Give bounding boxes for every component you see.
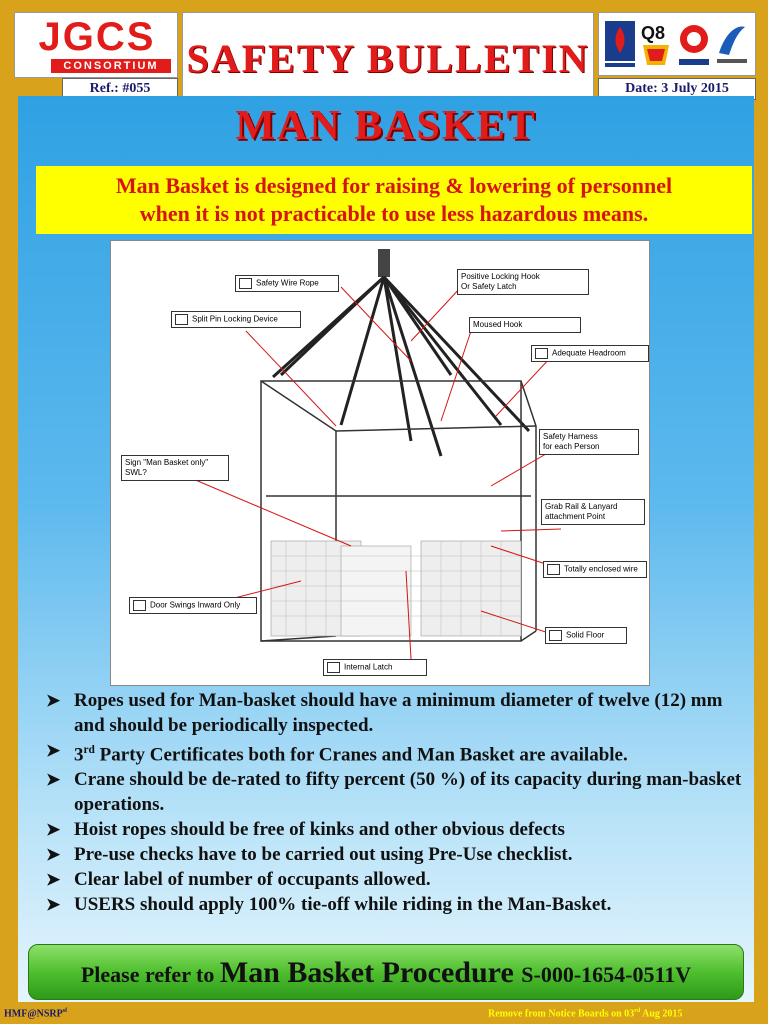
intro-box: Man Basket is designed for raising & low… [36, 166, 752, 234]
list-item: ➤ Ropes used for Man-basket should have … [40, 688, 752, 738]
label-text: Sign "Man Basket only" [125, 458, 209, 467]
list-item: ➤ Clear label of number of occupants all… [40, 867, 752, 892]
q8-logo-icon: Q8 [641, 23, 669, 65]
label-text: Split Pin Locking Device [192, 314, 278, 324]
label-enclosed-wire: Totally enclosed wire [543, 561, 647, 578]
label-text: Moused Hook [473, 320, 523, 329]
label-text: attachment Point [545, 512, 606, 521]
checkbox-icon [535, 348, 548, 359]
title-banner: SAFETY BULLETIN [182, 12, 594, 100]
partner-logos: Q8 [598, 12, 756, 76]
label-split-pin: Split Pin Locking Device [171, 311, 301, 328]
footer-procedure-name: Man Basket Procedure [219, 956, 522, 989]
label-solid-floor: Solid Floor [545, 627, 627, 644]
checkbox-icon [133, 600, 146, 611]
bullet-text: Clear label of number of occupants allow… [74, 869, 431, 891]
footer-procedure-code: S-000-1654-0511V [521, 962, 692, 987]
label-grab-rail: Grab Rail & Lanyard attachment Point [541, 499, 645, 525]
procedure-reference-button[interactable]: Please refer to Man Basket Procedure S-0… [28, 944, 744, 1000]
removal-text: Aug 2015 [640, 1008, 683, 1020]
bullet-list: ➤ Ropes used for Man-basket should have … [40, 688, 752, 917]
footer-prefix: Please refer to [80, 962, 220, 987]
mitsui-chemicals-logo-icon [717, 26, 747, 63]
label-text: Totally enclosed wire [564, 564, 638, 574]
bullet-text: Pre-use checks have to be carried out us… [74, 844, 573, 866]
petrovietnam-logo-icon [605, 21, 635, 67]
list-item: ➤ Crane should be de-rated to fifty perc… [40, 767, 752, 817]
idemitsu-logo-icon [679, 25, 709, 65]
label-safety-harness: Safety Harness for each Person [539, 429, 639, 455]
intro-line-2: when it is not practicable to use less h… [139, 201, 649, 226]
label-safety-wire-rope: Safety Wire Rope [235, 275, 339, 292]
crane-hook-icon [378, 249, 390, 277]
arrow-bullet-icon: ➤ [46, 691, 61, 710]
label-text: Or Safety Latch [461, 282, 517, 291]
label-text: Solid Floor [566, 630, 605, 640]
mesh-grid [271, 541, 521, 636]
bullet-text: Hoist ropes should be free of kinks and … [74, 819, 565, 841]
subtitle: MAN BASKET [235, 103, 537, 149]
checkbox-icon [327, 662, 340, 673]
author-text: HMF@NSRP [4, 1008, 63, 1020]
superscript: sf [62, 1008, 68, 1014]
superscript: rd [634, 1008, 641, 1014]
label-internal-latch: Internal Latch [323, 659, 427, 676]
jgcs-logo: JGCS CONSORTIUM [14, 12, 178, 78]
author-tag: HMF@NSRPsf [4, 1008, 67, 1019]
label-text: Safety Harness [543, 432, 598, 441]
list-item: ➤ Hoist ropes should be free of kinks an… [40, 817, 752, 842]
label-moused-hook: Moused Hook [469, 317, 581, 333]
logo-subtext: CONSORTIUM [51, 59, 171, 73]
bullet-text: Crane should be de-rated to fifty percen… [74, 769, 742, 816]
label-door-swings: Door Swings Inward Only [129, 597, 257, 614]
removal-text: Remove from Notice Boards on 03 [488, 1008, 635, 1020]
logo-text: JGCS [38, 15, 156, 59]
basket-drawing [185, 249, 562, 660]
superscript: rd [83, 744, 95, 756]
arrow-bullet-icon: ➤ [46, 895, 61, 915]
label-positive-locking-hook: Positive Locking Hook Or Safety Latch [457, 269, 589, 295]
rope-lines [271, 275, 531, 457]
header: JGCS CONSORTIUM Ref.: #055 SAFETY BULLET… [6, 8, 762, 100]
arrow-bullet-icon: ➤ [46, 845, 61, 865]
bullet-text: Party Certificates both for Cranes and M… [94, 744, 628, 766]
arrow-bullet-icon: ➤ [46, 820, 61, 840]
removal-notice: Remove from Notice Boards on 03rd Aug 20… [488, 1008, 682, 1019]
arrow-bullet-icon: ➤ [46, 741, 61, 760]
list-item: ➤ 3rd Party Certificates both for Cranes… [40, 738, 752, 767]
checkbox-icon [175, 314, 188, 325]
label-text: Internal Latch [344, 662, 393, 672]
label-text: Safety Wire Rope [256, 278, 319, 288]
intro-line-1: Man Basket is designed for raising & low… [115, 173, 673, 198]
svg-text:Q8: Q8 [641, 23, 665, 43]
bullet-text: Ropes used for Man-basket should have a … [74, 690, 723, 736]
label-adequate-headroom: Adequate Headroom [531, 345, 649, 362]
main-panel: MAN BASKET Man Basket is designed for ra… [18, 96, 754, 1002]
label-text: Adequate Headroom [552, 348, 626, 358]
bullet-text: USERS should apply 100% tie-off while ri… [74, 894, 612, 916]
checkbox-icon [239, 278, 252, 289]
label-text: Grab Rail & Lanyard [545, 502, 618, 511]
arrow-bullet-icon: ➤ [46, 870, 61, 890]
page-title: SAFETY BULLETIN [186, 36, 590, 81]
list-item: ➤ USERS should apply 100% tie-off while … [40, 892, 752, 917]
man-basket-diagram: Safety Wire Rope Positive Locking Hook O… [110, 240, 650, 686]
bullet-text: 3 [74, 744, 84, 766]
label-sign-man-basket: Sign "Man Basket only" SWL? [121, 455, 229, 481]
label-text: Positive Locking Hook [461, 272, 540, 281]
label-text: Door Swings Inward Only [150, 600, 241, 610]
list-item: ➤ Pre-use checks have to be carried out … [40, 842, 752, 867]
label-text: SWL? [125, 468, 147, 477]
arrow-bullet-icon: ➤ [46, 770, 61, 790]
checkbox-icon [549, 630, 562, 641]
mesh-panel [270, 540, 522, 637]
checkbox-icon [547, 564, 560, 575]
date-label: Date: 3 July 2015 [598, 78, 756, 100]
label-text: for each Person [543, 442, 600, 451]
